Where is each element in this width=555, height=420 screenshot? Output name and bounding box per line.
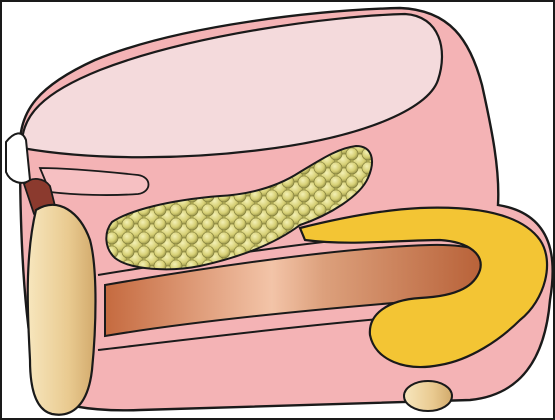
bottom-nodule <box>404 381 452 411</box>
left-tan-structure <box>28 205 96 415</box>
left-tip <box>6 133 30 182</box>
